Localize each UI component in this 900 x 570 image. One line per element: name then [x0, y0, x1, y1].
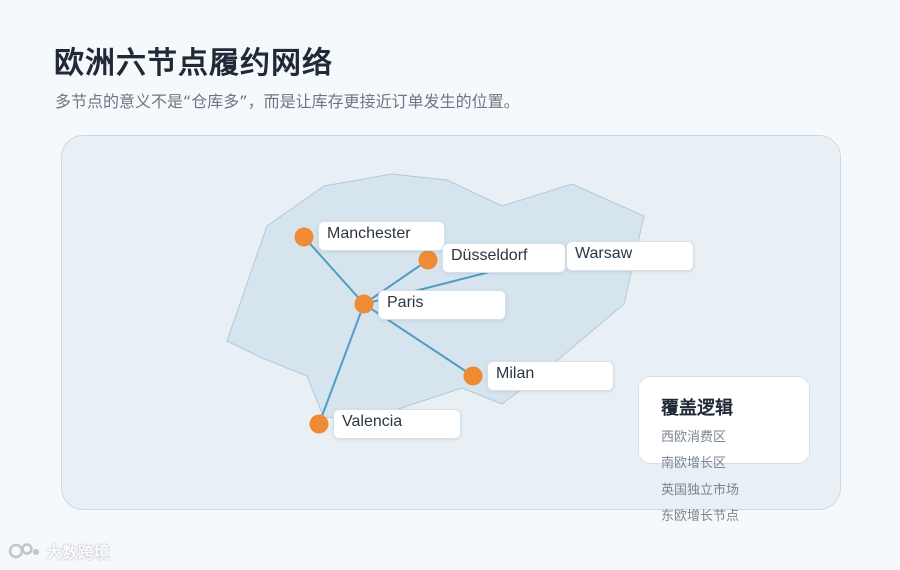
node-marker-dusseldorf: [418, 250, 438, 270]
node-marker-milan: [463, 366, 483, 386]
node-label-valencia: Valencia: [333, 409, 461, 439]
node-marker-valencia: [309, 414, 329, 434]
legend-item-south: 南欧增长区: [661, 456, 727, 471]
legend-item-west: 西欧消费区: [661, 430, 727, 445]
node-marker-paris: [354, 294, 374, 314]
page-title: 欧洲六节点履约网络: [54, 46, 333, 81]
node-label-milan: Milan: [487, 361, 614, 391]
node-label-paris: Paris: [378, 290, 506, 320]
link-paris-manchester: [303, 236, 365, 305]
legend-item-uk: 英国独立市场: [661, 483, 740, 498]
legend-title: 覆盖逻辑: [661, 398, 733, 419]
brand-logo-icon: [8, 543, 39, 559]
node-label-dusseldorf: Düsseldorf: [442, 243, 566, 273]
node-marker-manchester: [294, 227, 314, 247]
link-paris-dusseldorf: [363, 259, 429, 305]
watermark-text: 大数跨境: [46, 543, 111, 562]
node-label-warsaw: Warsaw: [566, 241, 694, 271]
node-label-manchester: Manchester: [318, 221, 445, 251]
legend-card: [638, 376, 810, 464]
page-subtitle: 多节点的意义不是“仓库多”，而是让库存更接近订单发生的位置。: [55, 92, 520, 111]
legend-item-east: 东欧增长节点: [661, 509, 740, 524]
link-paris-valencia: [318, 303, 365, 425]
watermark: 大数跨境: [8, 539, 110, 563]
